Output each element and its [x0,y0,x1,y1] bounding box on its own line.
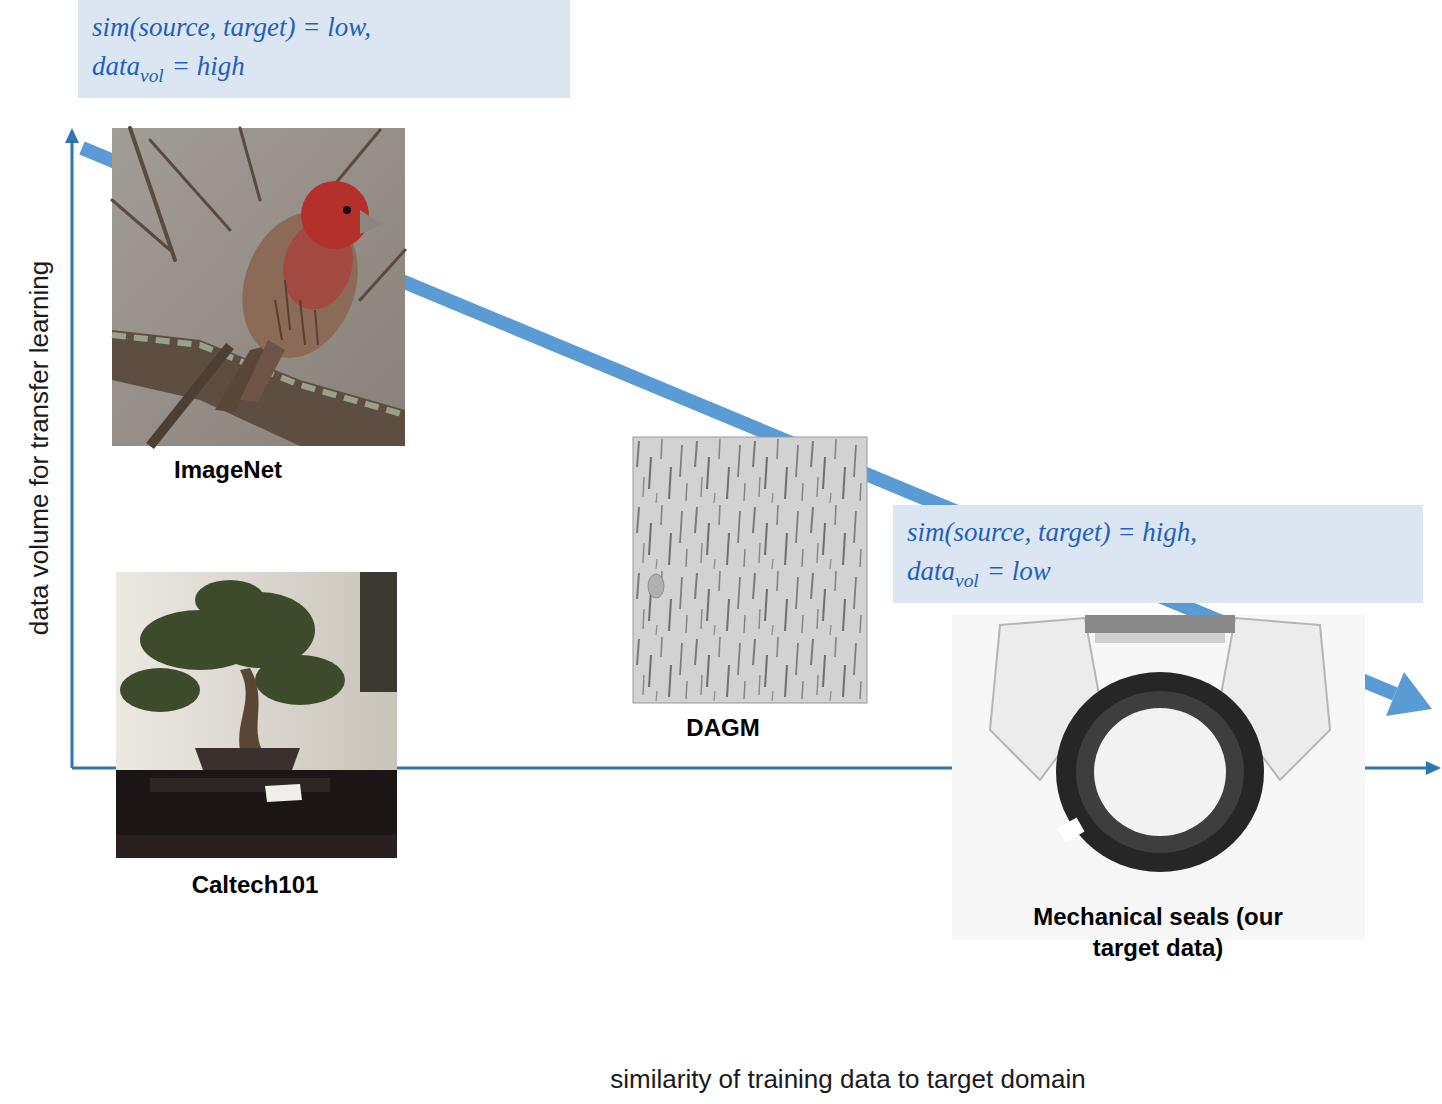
axis-label: data volume for transfer learning [23,261,57,635]
formula-line: sim(source, target) = high, [907,513,1197,552]
formula-line: datavol = low [907,552,1197,595]
trend-arrow [82,148,1432,716]
formula-text: = low [987,556,1051,586]
seal-photo [952,615,1365,940]
formula-subscript: vol [140,65,164,86]
formula-text: = high [172,51,245,81]
condition-box: sim(source, target) = low, datavol = high [78,0,570,98]
formula-line: sim(source, target) = low, [92,8,371,47]
dataset-label: ImageNet [174,454,282,485]
bird-photo [112,128,405,446]
formula-subscript: vol [955,570,979,591]
formula-text: data [907,556,955,586]
formula-text: sim(source, target) = low, [92,12,371,42]
dataset-label: Caltech101 [192,869,319,900]
axis-label: similarity of training data to target do… [610,1063,1085,1097]
box-content: sim(source, target) = low, datavol = high [92,8,371,90]
bonsai-photo [116,572,397,858]
condition-box: sim(source, target) = high, datavol = low [893,505,1423,603]
dataset-label: Mechanical seals (our target data) [1033,901,1283,963]
dataset-label: DAGM [686,712,759,743]
formula-line: datavol = high [92,47,371,90]
texture-sample [633,437,867,703]
box-content: sim(source, target) = high, datavol = low [907,513,1197,595]
formula-text: data [92,51,140,81]
formula-text: sim(source, target) = high, [907,517,1197,547]
